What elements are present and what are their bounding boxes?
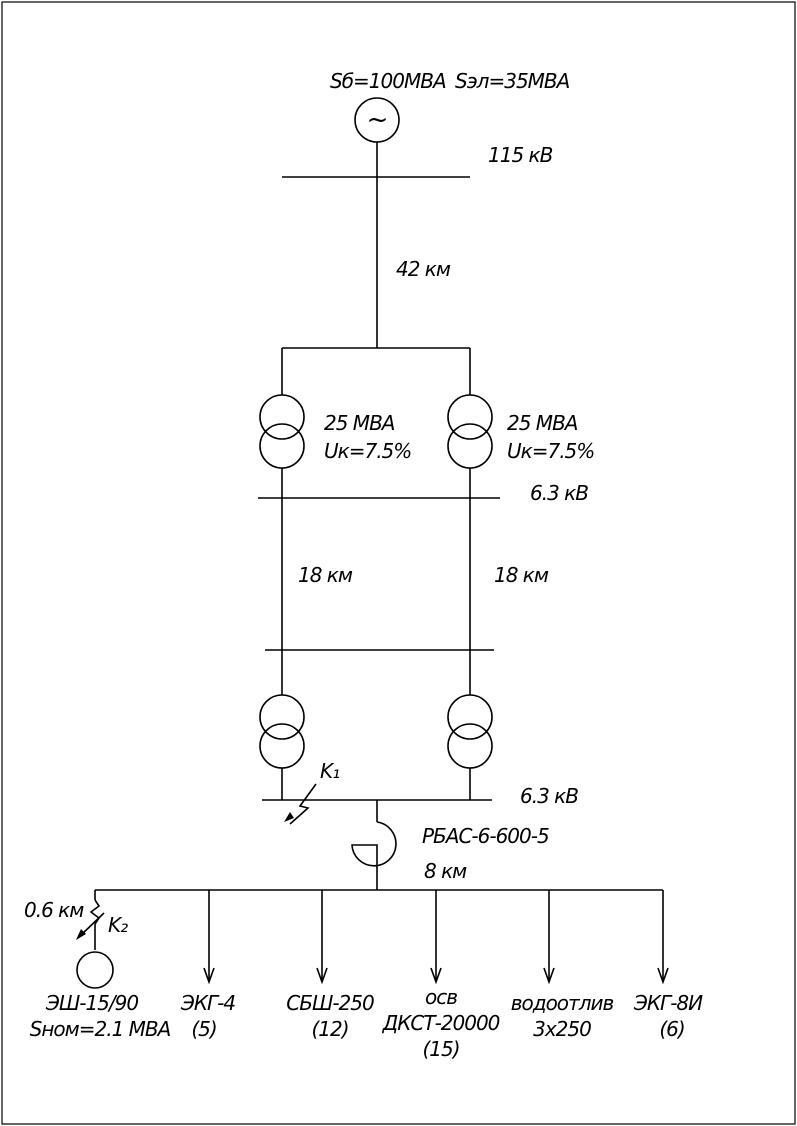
load-label-light-2: ДКСТ-20000	[382, 1011, 500, 1035]
load-label-ekg8-1: ЭКГ-8И	[633, 991, 703, 1015]
load-label-light-1: осв	[425, 985, 457, 1009]
branch-length: 0.6 км	[24, 898, 84, 922]
load-feeder-drainage	[543, 890, 555, 985]
load-label-drain-1: водоотлив	[511, 991, 614, 1015]
transformer-lower-left-secondary	[259, 723, 305, 769]
load-label-ekg4-2: (5)	[191, 1017, 216, 1041]
load-label-ekg4-1: ЭКГ-4	[180, 991, 236, 1015]
load-label-sbsh-2: (12)	[311, 1017, 348, 1041]
motor-symbol	[76, 951, 114, 989]
generator-tilde: ~	[367, 105, 388, 135]
fault-k1-arrow	[284, 783, 317, 825]
lv-bus-1-voltage: 6.3 кВ	[530, 481, 588, 505]
hv-line-length: 42 км	[396, 257, 451, 281]
reactor-line-length: 8 км	[424, 859, 467, 883]
transformer-left-uk: Uк=7.5%	[324, 439, 411, 463]
load-label-esh-1: ЭШ-15/90	[45, 991, 138, 1015]
transformer-left-rating: 25 МВА	[324, 411, 395, 435]
transformer-lower-left-primary	[259, 694, 305, 740]
load-label-sbsh-1: СБШ-250	[286, 991, 374, 1015]
load-feeder-ekg4	[203, 890, 215, 985]
transformer-lower-right-secondary	[447, 723, 493, 769]
load-label-ekg8-2: (6)	[659, 1017, 684, 1041]
line-left-length: 18 км	[298, 563, 353, 587]
source-system-power: Sэл=35МВА	[455, 69, 570, 93]
transformer-right-rating: 25 МВА	[507, 411, 578, 435]
load-feeder-ekg8	[657, 890, 669, 985]
load-label-esh-2: Sном=2.1 МВА	[30, 1017, 171, 1041]
load-label-light-3: (15)	[422, 1037, 459, 1061]
hv-bus-voltage: 115 кВ	[488, 143, 553, 167]
load-feeder-lighting	[430, 890, 442, 985]
line-right-length: 18 км	[494, 563, 549, 587]
transformer-left-secondary	[259, 423, 305, 469]
fault-k2-arrow	[76, 912, 105, 940]
source-base-power: Sб=100МВА	[330, 69, 446, 93]
transformer-left-primary	[259, 394, 305, 440]
fault-k2-label: K₂	[108, 913, 128, 937]
reactor-label: РБАС-6-600-5	[422, 824, 549, 848]
load-feeder-sbsh	[316, 890, 328, 985]
lv-bus-2-voltage: 6.3 кВ	[520, 784, 578, 808]
transformer-right-primary	[447, 394, 493, 440]
reactor-symbol	[351, 821, 397, 890]
transformer-lower-right-primary	[447, 694, 493, 740]
load-label-drain-2: 3х250	[533, 1017, 591, 1041]
transformer-right-uk: Uк=7.5%	[507, 439, 594, 463]
transformer-right-secondary	[447, 423, 493, 469]
fault-k1-label: K₁	[320, 759, 339, 783]
